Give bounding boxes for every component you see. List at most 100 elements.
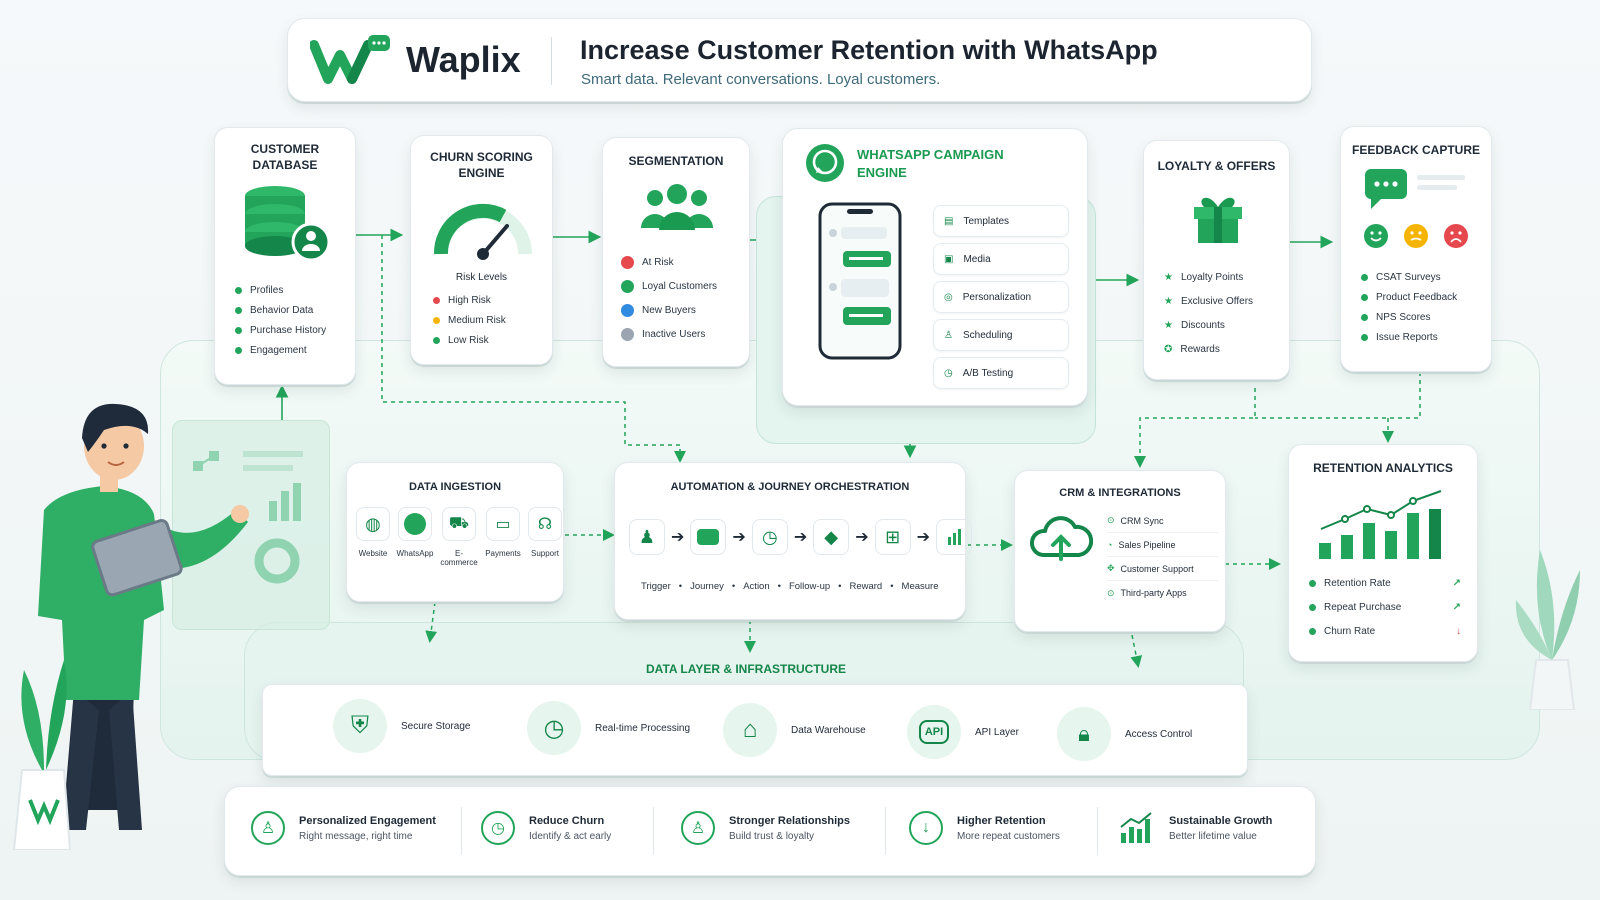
sales-pipeline-item[interactable]: ◔Sales Pipeline — [1107, 533, 1219, 557]
infra-data-warehouse[interactable]: ⌂ Data Warehouse — [723, 703, 866, 757]
list-item: Issue Reports — [1361, 327, 1457, 347]
list-item: Purchase History — [235, 320, 326, 340]
plant-decoration-icon — [1515, 550, 1580, 710]
crm-items: ⊙CRM Sync ◔Sales Pipeline ✥Customer Supp… — [1107, 509, 1219, 605]
segmentation-list: At Risk Loyal Customers New Buyers Inact… — [621, 250, 717, 346]
phone-mockup-icon — [818, 202, 902, 360]
brand-name: Waplix — [406, 39, 521, 80]
feature-ab-testing[interactable]: ◷A/B Testing — [933, 357, 1069, 389]
headset-icon: ☊ — [528, 507, 562, 541]
feature-templates[interactable]: ▤Templates — [933, 205, 1069, 237]
image-icon: ▣ — [944, 253, 954, 265]
list-item: At Risk — [621, 250, 717, 274]
infra-secure-storage[interactable]: ⛨ Secure Storage — [333, 699, 471, 753]
apps-icon: ⊙ — [1107, 587, 1115, 598]
source-website[interactable]: ◍ Website — [353, 507, 393, 567]
metric-row: Repeat Purchase↗ — [1309, 595, 1461, 619]
loyalty-offers-card: LOYALTY & OFFERS ★Loyalty Points ★Exclus… — [1143, 140, 1290, 380]
whatsapp-icon — [398, 507, 432, 541]
list-item: Low Risk — [433, 330, 506, 350]
journey-icon — [690, 519, 727, 555]
feature-personalization[interactable]: ◎Personalization — [933, 281, 1069, 313]
arrow-right-icon: ➔ — [793, 529, 808, 546]
arrow-right-icon: ➔ — [671, 529, 685, 546]
waplix-logo — [309, 35, 392, 92]
arrow-right-icon: ➔ — [855, 529, 869, 546]
reward-icon: ✪ — [1164, 343, 1173, 355]
list-item: ★Discounts — [1164, 319, 1225, 331]
retention-analytics-card: RETENTION ANALYTICS Retention Rate↗ Repe… — [1288, 444, 1478, 662]
action-clock-icon: ◷ — [751, 519, 788, 555]
automation-journey-title: AUTOMATION & JOURNEY ORCHESTRATION — [670, 481, 910, 493]
metric-row: Churn Rate↓ — [1309, 619, 1461, 643]
feedback-capture-card: FEEDBACK CAPTURE CSAT Surveys Product Fe… — [1340, 126, 1492, 372]
retention-metrics: Retention Rate↗ Repeat Purchase↗ Churn R… — [1309, 571, 1461, 643]
crm-integrations-title: CRM & INTEGRATIONS — [1059, 487, 1181, 499]
list-item: CSAT Surveys — [1361, 267, 1457, 287]
happy-face-icon[interactable] — [1363, 223, 1389, 249]
feature-scheduling[interactable]: ♙Scheduling — [933, 319, 1069, 351]
star-icon: ★ — [1164, 271, 1173, 283]
shield-database-icon: ⛨ — [333, 699, 387, 753]
header-card: Waplix Increase Customer Retention with … — [287, 18, 1312, 102]
warehouse-icon: ⌂ — [723, 703, 777, 757]
segmentation-card: SEGMENTATION At Risk Loyal Customers New… — [602, 137, 750, 367]
chat-bubble-icon — [1365, 169, 1465, 209]
infra-realtime-processing[interactable]: ◷ Real-time Processing — [527, 701, 690, 755]
waplix-logo-icon — [309, 35, 390, 84]
customer-support-item[interactable]: ✥Customer Support — [1107, 557, 1219, 581]
trend-up-icon: ↗ — [1452, 601, 1461, 613]
clock-icon: ◷ — [944, 367, 953, 379]
header-divider — [551, 37, 552, 85]
automation-journey-card: AUTOMATION & JOURNEY ORCHESTRATION ♟➔ ➔ … — [614, 462, 973, 620]
source-support[interactable]: ☊ Support — [525, 507, 565, 567]
group-icon — [641, 184, 713, 230]
list-item: ★Exclusive Offers — [1164, 295, 1254, 307]
template-icon: ▤ — [944, 215, 954, 227]
bar-chart-icon — [936, 519, 973, 555]
growth-bars-icon — [1120, 812, 1152, 843]
sad-face-icon[interactable] — [1443, 223, 1469, 249]
dashboard-graphics-icon — [193, 451, 303, 584]
loyalty-list: ★Loyalty Points ★Exclusive Offers ★Disco… — [1164, 265, 1253, 361]
arrow-right-icon: ➔ — [732, 529, 746, 546]
list-item: NPS Scores — [1361, 307, 1457, 327]
third-party-apps-item[interactable]: ⊙Third-party Apps — [1107, 587, 1187, 599]
gift-icon: ⊞ — [874, 519, 911, 555]
database-icon — [245, 186, 331, 262]
card-icon: ▭ — [486, 507, 520, 541]
campaign-features: ▤Templates ▣Media ◎Personalization ♙Sche… — [933, 205, 1069, 395]
list-item: Engagement — [235, 340, 326, 360]
list-item: Loyal Customers — [621, 274, 717, 298]
list-item: Behavior Data — [235, 300, 326, 320]
stopwatch-icon: ◷ — [527, 701, 581, 755]
benefit-divider — [653, 807, 654, 855]
risk-levels-list: High Risk Medium Risk Low Risk — [433, 290, 506, 350]
trend-down-icon: ↓ — [1456, 625, 1461, 637]
benefit-divider — [461, 807, 462, 855]
source-ecommerce[interactable]: ⛟ E-commerce — [437, 507, 481, 567]
infra-access-control[interactable]: 🔒︎ Access Control — [1057, 707, 1192, 761]
trigger-icon: ♟ — [629, 519, 665, 555]
infrastructure-title: DATA LAYER & INFRASTRUCTURE — [646, 662, 846, 676]
crm-sync-item[interactable]: ⊙CRM Sync — [1107, 509, 1219, 533]
crm-integrations-card: CRM & INTEGRATIONS ⊙CRM Sync ◔Sales Pipe… — [1014, 470, 1226, 632]
page-subtitle: Smart data. Relevant conversations. Loya… — [581, 71, 941, 88]
user-icon: ♙ — [944, 329, 953, 341]
loyalty-offers-title: LOYALTY & OFFERS — [1157, 159, 1276, 173]
source-payments[interactable]: ▭ Payments — [483, 507, 523, 567]
feature-media[interactable]: ▣Media — [933, 243, 1069, 275]
source-whatsapp[interactable]: WhatsApp — [395, 507, 435, 567]
data-ingestion-title: DATA INGESTION — [408, 481, 502, 493]
infra-api-layer[interactable]: API API Layer — [907, 705, 1019, 759]
trend-up-icon: ↗ — [1452, 577, 1461, 589]
neutral-face-icon[interactable] — [1403, 223, 1429, 249]
